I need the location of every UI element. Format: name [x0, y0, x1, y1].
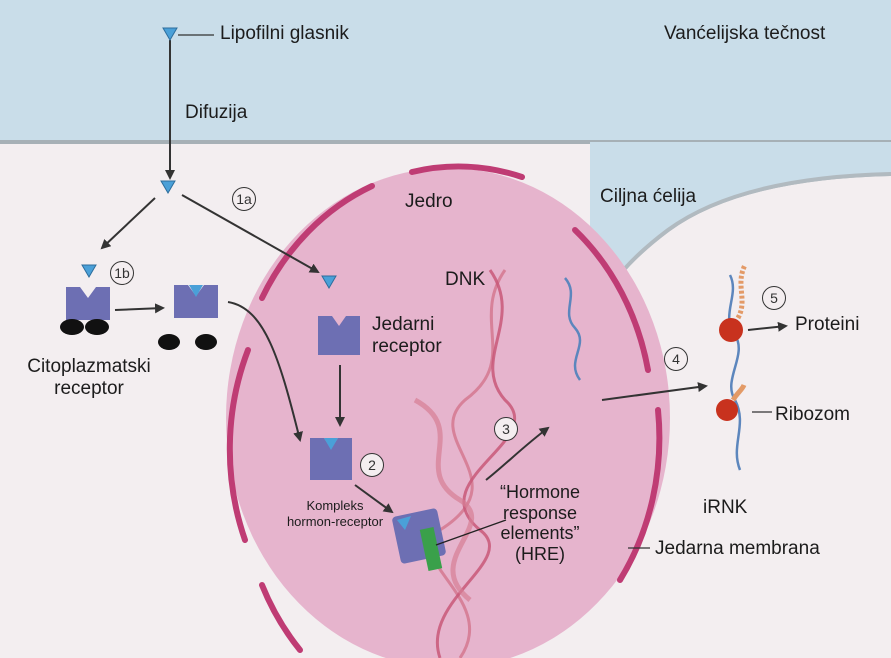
step-1a: 1a [232, 187, 256, 211]
step-5: 5 [762, 286, 786, 310]
step-1b: 1b [110, 261, 134, 285]
hormone-molecules [81, 27, 337, 289]
label-hre-line-1: “Hormone [499, 482, 581, 502]
label-nuclear-receptor: Jedarni receptor [372, 314, 442, 358]
label-hre: “Hormone response elements” (HRE) [490, 482, 590, 565]
label-nuclear-line-2: receptor [372, 335, 442, 357]
nuclear-receptor [318, 316, 360, 355]
label-target-cell: Ciljna ćelija [600, 186, 697, 207]
label-hormone-receptor-complex: Kompleks hormon-receptor [280, 498, 390, 529]
label-dna: DNK [445, 269, 486, 290]
activated-cytoplasmic-receptor [158, 285, 218, 350]
label-lipophilic-messenger: Lipofilni glasnik [220, 23, 349, 44]
label-complex-line-1: Kompleks [306, 498, 364, 513]
label-complex-line-2: hormon-receptor [286, 513, 384, 529]
mrna-strands [564, 274, 742, 471]
label-nucleus: Jedro [405, 191, 453, 212]
label-hre-line-2: response [502, 502, 578, 523]
label-proteins: Proteini [795, 314, 860, 335]
label-cyto-line-1: Citoplazmatski [27, 356, 151, 377]
complex-on-hre [392, 508, 446, 571]
arrows [100, 40, 788, 514]
nuclear-membrane [226, 163, 663, 653]
step-2: 2 [360, 453, 384, 477]
label-nuclear-membrane: Jedarna membrana [655, 538, 820, 559]
cytoplasmic-receptor [60, 287, 110, 335]
nucleus [226, 168, 670, 658]
label-ribosome: Ribozom [775, 404, 850, 425]
label-mrna: iRNK [703, 497, 748, 518]
label-extracellular-fluid: Vanćelijska tečnost [664, 23, 826, 44]
label-hre-line-3: elements” [500, 523, 580, 544]
extracellular-right [590, 142, 891, 330]
label-hre-line-4: (HRE) [515, 544, 565, 565]
label-nuclear-line-1: Jedarni [372, 314, 435, 335]
label-cytoplasmic-receptor: Citoplazmatski receptor [14, 356, 164, 400]
ribosomes [716, 263, 748, 421]
hre-segment [419, 527, 443, 571]
step-4: 4 [664, 347, 688, 371]
dna-helix [413, 269, 516, 658]
label-cyto-line-2: receptor [54, 377, 124, 399]
step-3: 3 [494, 417, 518, 441]
hormone-receptor-complex [310, 438, 352, 480]
label-diffusion: Difuzija [185, 102, 248, 123]
